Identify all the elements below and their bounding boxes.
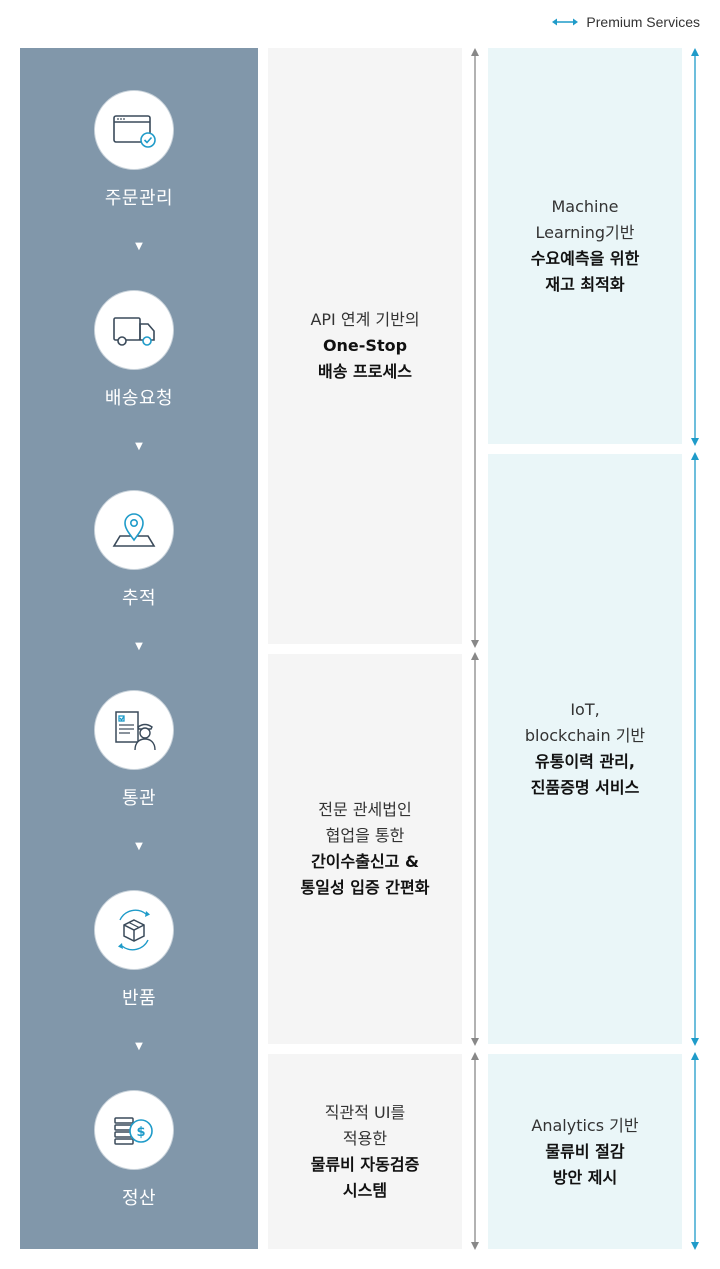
standard-service-box-1: API 연계 기반의 One-Stop 배송 프로세스	[268, 48, 462, 644]
step-down-arrow: ▼	[135, 441, 143, 452]
premium-service-box-3: Analytics 기반 물류비 절감 방안 제시	[488, 1054, 682, 1249]
service-text: blockchain 기반	[524, 726, 646, 745]
premium-span-arrow	[691, 452, 699, 1046]
service-highlight: 배송 프로세스	[318, 362, 412, 381]
step-returns: 반품	[20, 848, 258, 1048]
service-highlight: One-Stop	[322, 336, 408, 355]
premium-service-box-1: Machine Learning기반 수요예측을 위한 재고 최적화	[488, 48, 682, 444]
service-highlight: 간이수출신고 &	[311, 852, 419, 871]
step-down-arrow: ▼	[135, 241, 143, 252]
double-arrow-legend-icon	[552, 18, 579, 26]
premium-service-box-2: IoT, blockchain 기반 유통이력 관리, 진품증명 서비스	[488, 454, 682, 1044]
step-settlement: $ 정산	[20, 1048, 258, 1248]
step-icon-circle: $	[94, 1090, 174, 1170]
step-icon-circle	[94, 890, 174, 970]
service-highlight: 수요예측을 위한	[530, 249, 640, 268]
step-label: 반품	[121, 988, 157, 1009]
step-label: 추적	[121, 588, 157, 609]
step-label: 배송요청	[104, 388, 174, 409]
premium-span-arrow	[691, 48, 699, 446]
delivery-truck-icon	[113, 317, 155, 346]
premium-span-arrow	[691, 1052, 699, 1250]
legend: Premium Services	[552, 14, 700, 30]
customs-officer-document-icon	[115, 711, 156, 751]
step-icon-circle	[94, 490, 174, 570]
step-order-management: 주문관리	[20, 48, 258, 248]
legend-label: Premium Services	[586, 14, 700, 30]
service-text: 협업을 통한	[325, 826, 405, 845]
service-highlight: 유통이력 관리,	[535, 752, 635, 771]
service-highlight: 시스템	[342, 1180, 388, 1200]
service-text: 직관적 UI를	[324, 1102, 406, 1122]
step-icon-circle	[94, 290, 174, 370]
service-text: 전문 관세법인	[318, 800, 412, 819]
service-highlight: 방안 제시	[552, 1167, 618, 1187]
service-highlight: 물류비 자동검증	[310, 1154, 420, 1174]
step-down-arrow: ▼	[135, 1041, 143, 1052]
standard-span-arrow	[471, 48, 479, 648]
step-label: 주문관리	[104, 188, 174, 209]
service-highlight: 진품증명 서비스	[530, 778, 640, 797]
service-highlight: 물류비 절감	[545, 1141, 625, 1161]
step-label: 통관	[121, 788, 157, 809]
service-text: 적용한	[342, 1128, 388, 1148]
standard-service-box-2: 전문 관세법인 협업을 통한 간이수출신고 & 통일성 입증 간편화	[268, 654, 462, 1044]
svg-text:$: $	[136, 1125, 145, 1140]
browser-window-check-icon	[113, 115, 156, 148]
service-text: IoT,	[570, 700, 600, 719]
service-text: Analytics 기반	[531, 1115, 639, 1135]
service-text: Machine	[551, 197, 619, 216]
step-delivery-request: 배송요청	[20, 248, 258, 448]
step-icon-circle	[94, 690, 174, 770]
standard-service-box-3: 직관적 UI를 적용한 물류비 자동검증 시스템	[268, 1054, 462, 1249]
service-highlight: 재고 최적화	[545, 275, 625, 294]
step-customs: 통관	[20, 648, 258, 848]
standard-span-arrow	[471, 1052, 479, 1250]
coins-dollar-icon: $	[114, 1117, 153, 1145]
return-box-icon	[118, 909, 150, 951]
step-label: 정산	[121, 1188, 157, 1209]
service-highlight: 통일성 입증 간편화	[300, 878, 430, 897]
step-down-arrow: ▼	[135, 641, 143, 652]
service-text: Learning기반	[535, 223, 635, 242]
standard-span-arrow	[471, 652, 479, 1046]
location-pin-map-icon	[112, 513, 156, 547]
step-tracking: 추적	[20, 448, 258, 648]
step-down-arrow: ▼	[135, 841, 143, 852]
step-icon-circle	[94, 90, 174, 170]
service-text: API 연계 기반의	[310, 310, 420, 329]
process-column: 주문관리 ▼ 배송요청 ▼ 추적 ▼	[20, 48, 258, 1249]
